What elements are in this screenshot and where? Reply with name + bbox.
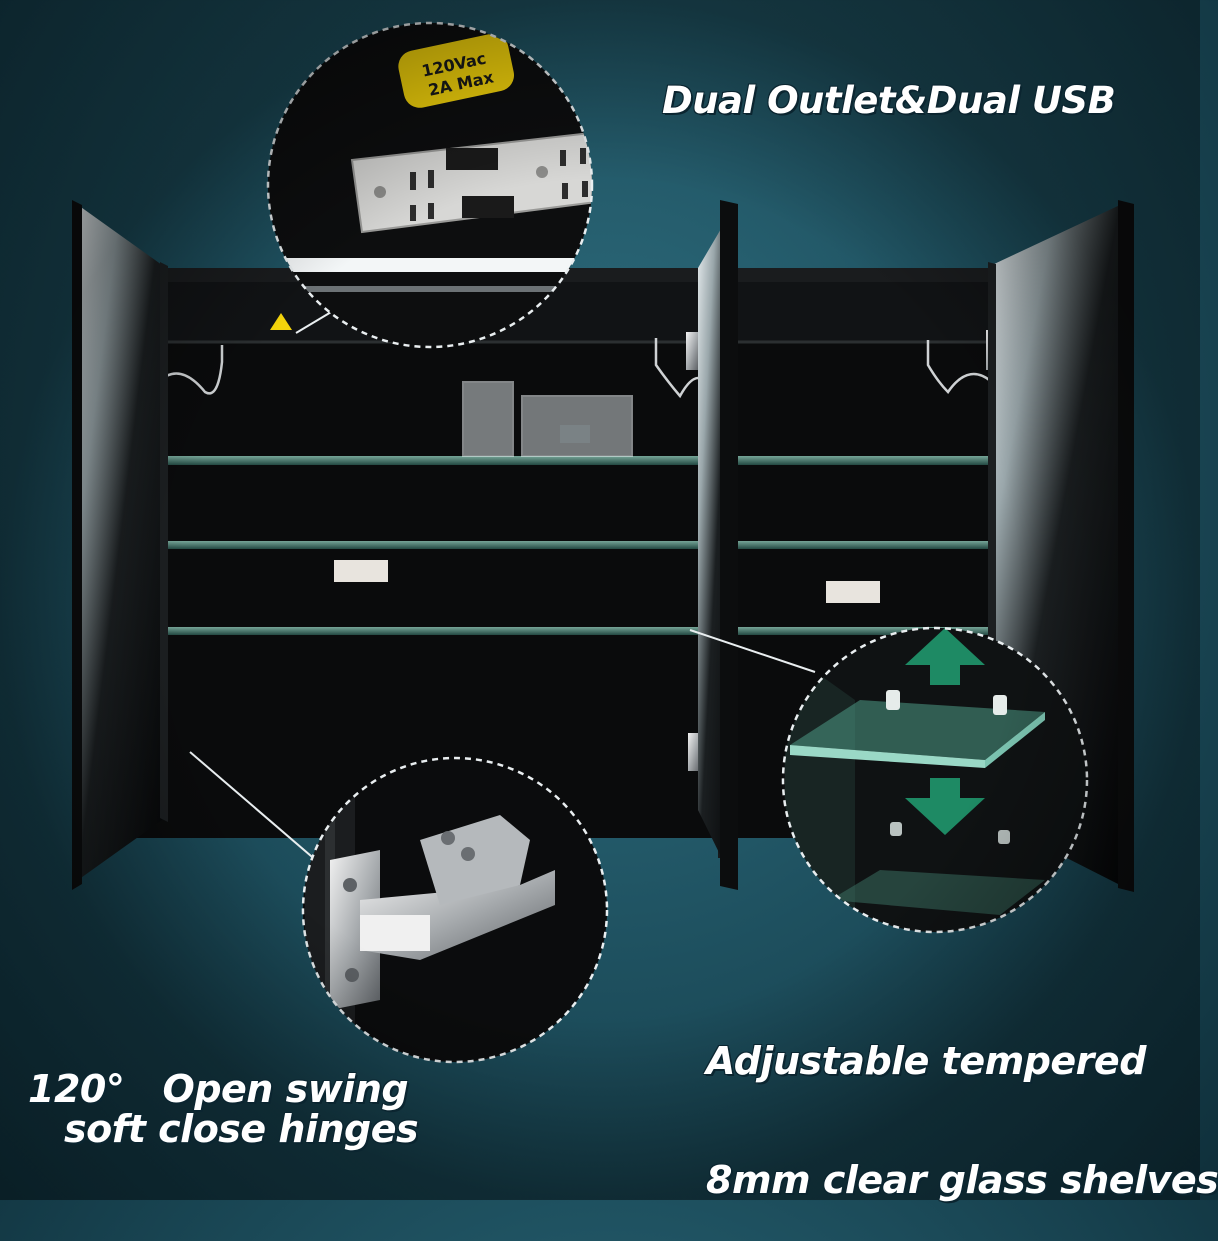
caption-hinge-line2: soft close hinges	[64, 1107, 419, 1151]
caption-dual-outlet-usb: Dual Outlet&Dual USB	[662, 79, 1116, 122]
usb-port-icon	[462, 196, 514, 218]
cabinet-door-left	[72, 200, 168, 890]
glass-shelf	[92, 541, 1118, 549]
warning-sticker	[334, 560, 388, 582]
caption-glass-shelves-line1: Adjustable tempered	[706, 1038, 1146, 1083]
warning-sticker	[826, 581, 880, 603]
cabinet-door-middle	[698, 200, 738, 890]
usb-port-icon	[446, 148, 498, 170]
glass-shelf	[92, 456, 1118, 465]
caption-glass-shelves-line2: 8mm clear glass shelves	[706, 1158, 1218, 1203]
caption-hinge-line1: 120° Open swing	[28, 1067, 409, 1111]
caption-glass-shelves: Adjustable tempered 8mm clear glass shel…	[706, 962, 1218, 1241]
